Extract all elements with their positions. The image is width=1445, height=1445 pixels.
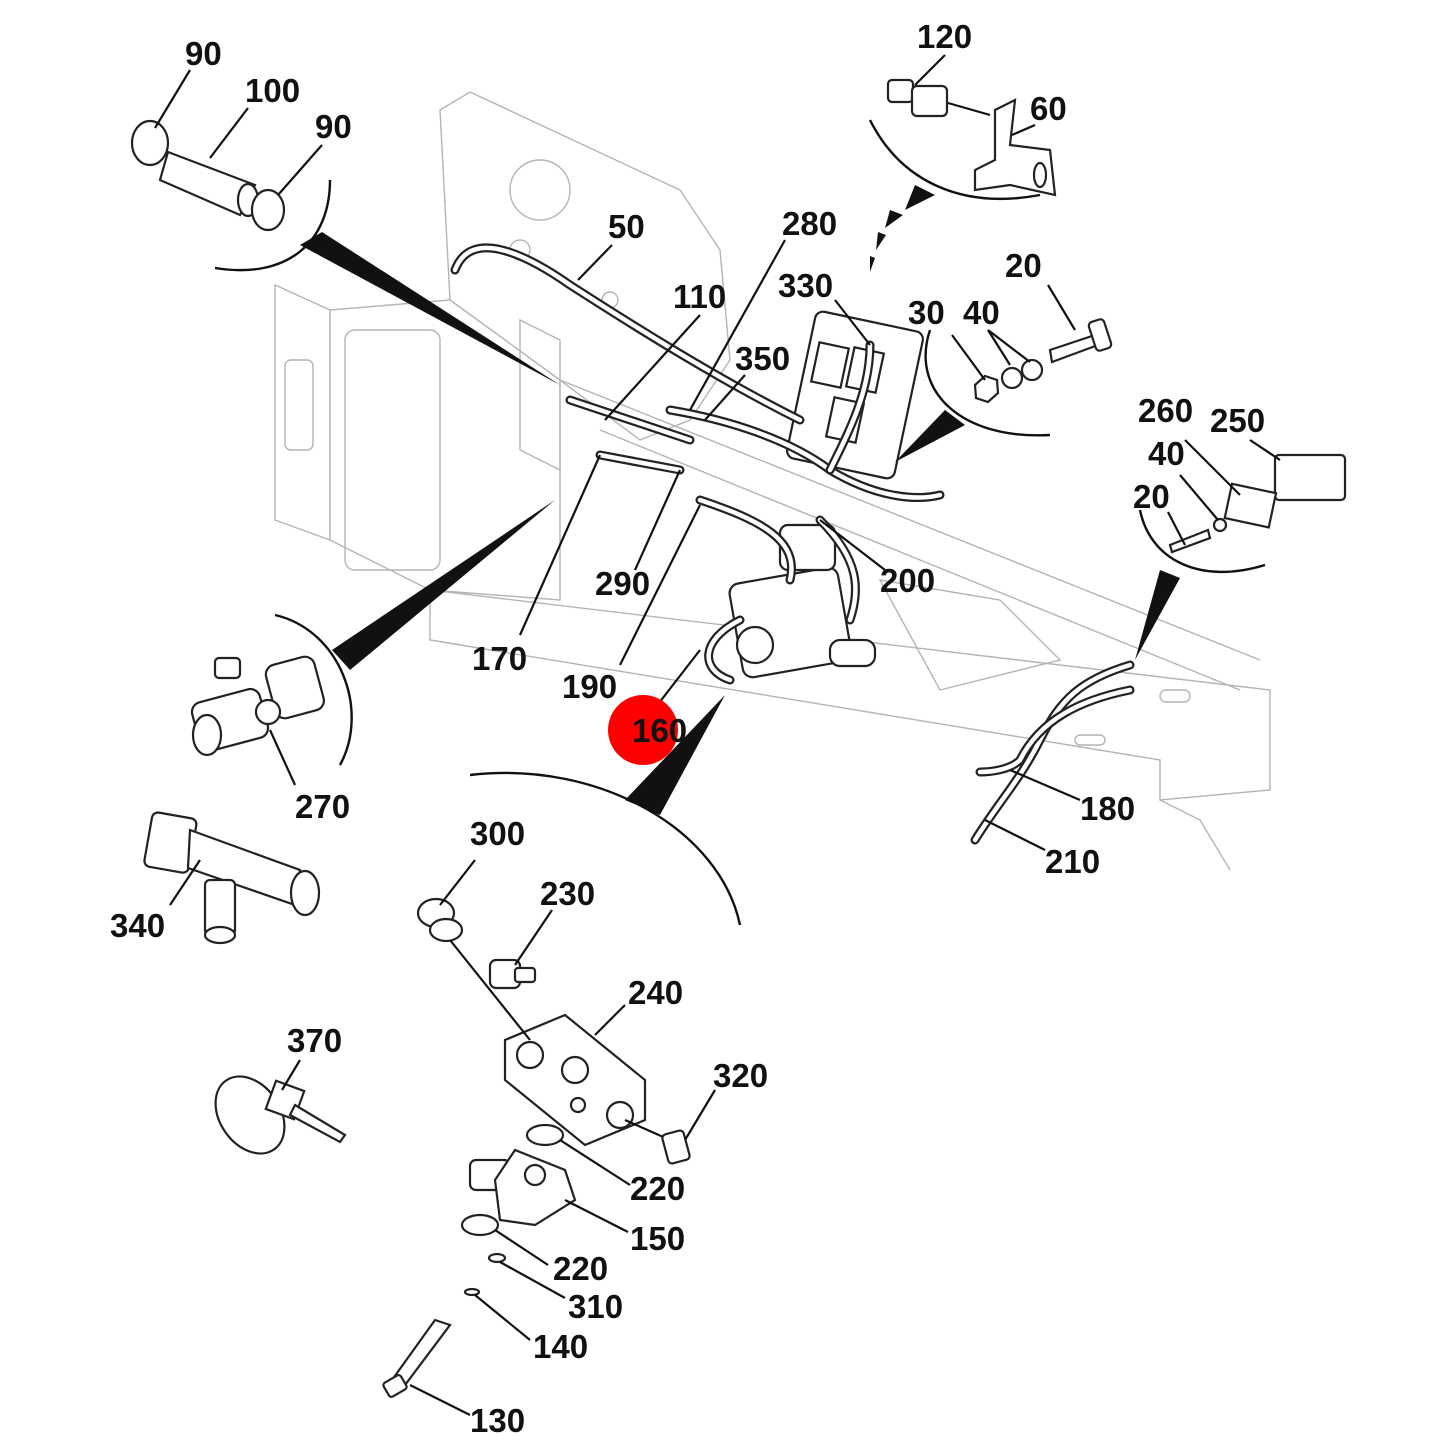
callout-20-lower: 20 (1133, 478, 1170, 515)
callout-280: 280 (782, 205, 837, 242)
callout-labels: 90 100 90 50 110 280 330 350 120 60 20 3… (110, 18, 1265, 1439)
callout-240: 240 (628, 974, 683, 1011)
callout-340: 340 (110, 907, 165, 944)
sensor-part (886, 78, 991, 118)
callout-320: 320 (713, 1057, 768, 1094)
washer-140 (463, 1287, 481, 1297)
callout-100: 100 (245, 72, 300, 109)
callout-200: 200 (880, 562, 935, 599)
detail-bubble-bolt (895, 329, 1051, 462)
manifold-block (503, 1013, 647, 1147)
callout-220-upper: 220 (630, 1170, 685, 1207)
callout-370: 370 (287, 1022, 342, 1059)
callout-180: 180 (1080, 790, 1135, 827)
callout-90-top-left: 90 (185, 35, 222, 72)
callout-220-lower: 220 (553, 1250, 608, 1287)
long-bolt (382, 1318, 452, 1398)
callout-290: 290 (595, 565, 650, 602)
detail-bubble-tee (274, 500, 555, 766)
bracket-block (1168, 453, 1347, 554)
callout-210: 210 (1045, 843, 1100, 880)
pump-assembly (728, 523, 877, 679)
tee-fitting-340 (143, 811, 321, 945)
callout-160-highlighted: 160 (632, 712, 687, 749)
plug-part (624, 1118, 691, 1165)
leader-lines (154, 54, 1281, 1416)
clamp-ring-right (250, 188, 286, 232)
callout-140: 140 (533, 1328, 588, 1365)
callout-20-upper: 20 (1005, 247, 1042, 284)
callout-40-lower: 40 (1148, 435, 1185, 472)
callout-260: 260 (1138, 392, 1193, 429)
spacer-tube (158, 150, 260, 218)
callout-350: 350 (735, 340, 790, 377)
callout-230: 230 (540, 875, 595, 912)
detail-bubble-clamp (214, 179, 560, 385)
callout-40-upper: 40 (963, 294, 1000, 331)
callout-50: 50 (608, 208, 645, 245)
tee-fitting-270 (190, 655, 325, 757)
mounting-bracket (973, 98, 1057, 197)
callout-60: 60 (1030, 90, 1067, 127)
callout-30: 30 (908, 294, 945, 331)
callout-250: 250 (1210, 402, 1265, 439)
bolt-part (973, 318, 1113, 404)
clamp-ring-left (130, 119, 170, 167)
switch-part (488, 958, 537, 990)
washer-310 (487, 1252, 507, 1264)
callout-90-right: 90 (315, 108, 352, 145)
callout-310: 310 (568, 1288, 623, 1325)
chassis-frame (274, 91, 1271, 871)
callout-150: 150 (630, 1220, 685, 1257)
highlight-marker[interactable] (608, 695, 678, 765)
flange-block (468, 1148, 577, 1227)
o-ring-lower (460, 1213, 500, 1237)
callout-120: 120 (917, 18, 972, 55)
callout-300: 300 (470, 815, 525, 852)
cable-tie (214, 1075, 347, 1155)
hoses (450, 243, 1135, 845)
detail-bubble-manifold (469, 695, 742, 926)
o-ring-upper (525, 1123, 565, 1147)
callout-130: 130 (470, 1402, 525, 1439)
callout-110: 110 (673, 278, 726, 315)
callout-170: 170 (472, 640, 527, 677)
cap-part (416, 897, 464, 943)
callout-330: 330 (778, 267, 833, 304)
callout-270: 270 (295, 788, 350, 825)
detail-bubble-sensor (868, 119, 1041, 272)
callout-190: 190 (562, 668, 617, 705)
detail-bubble-bracket (1135, 509, 1266, 660)
